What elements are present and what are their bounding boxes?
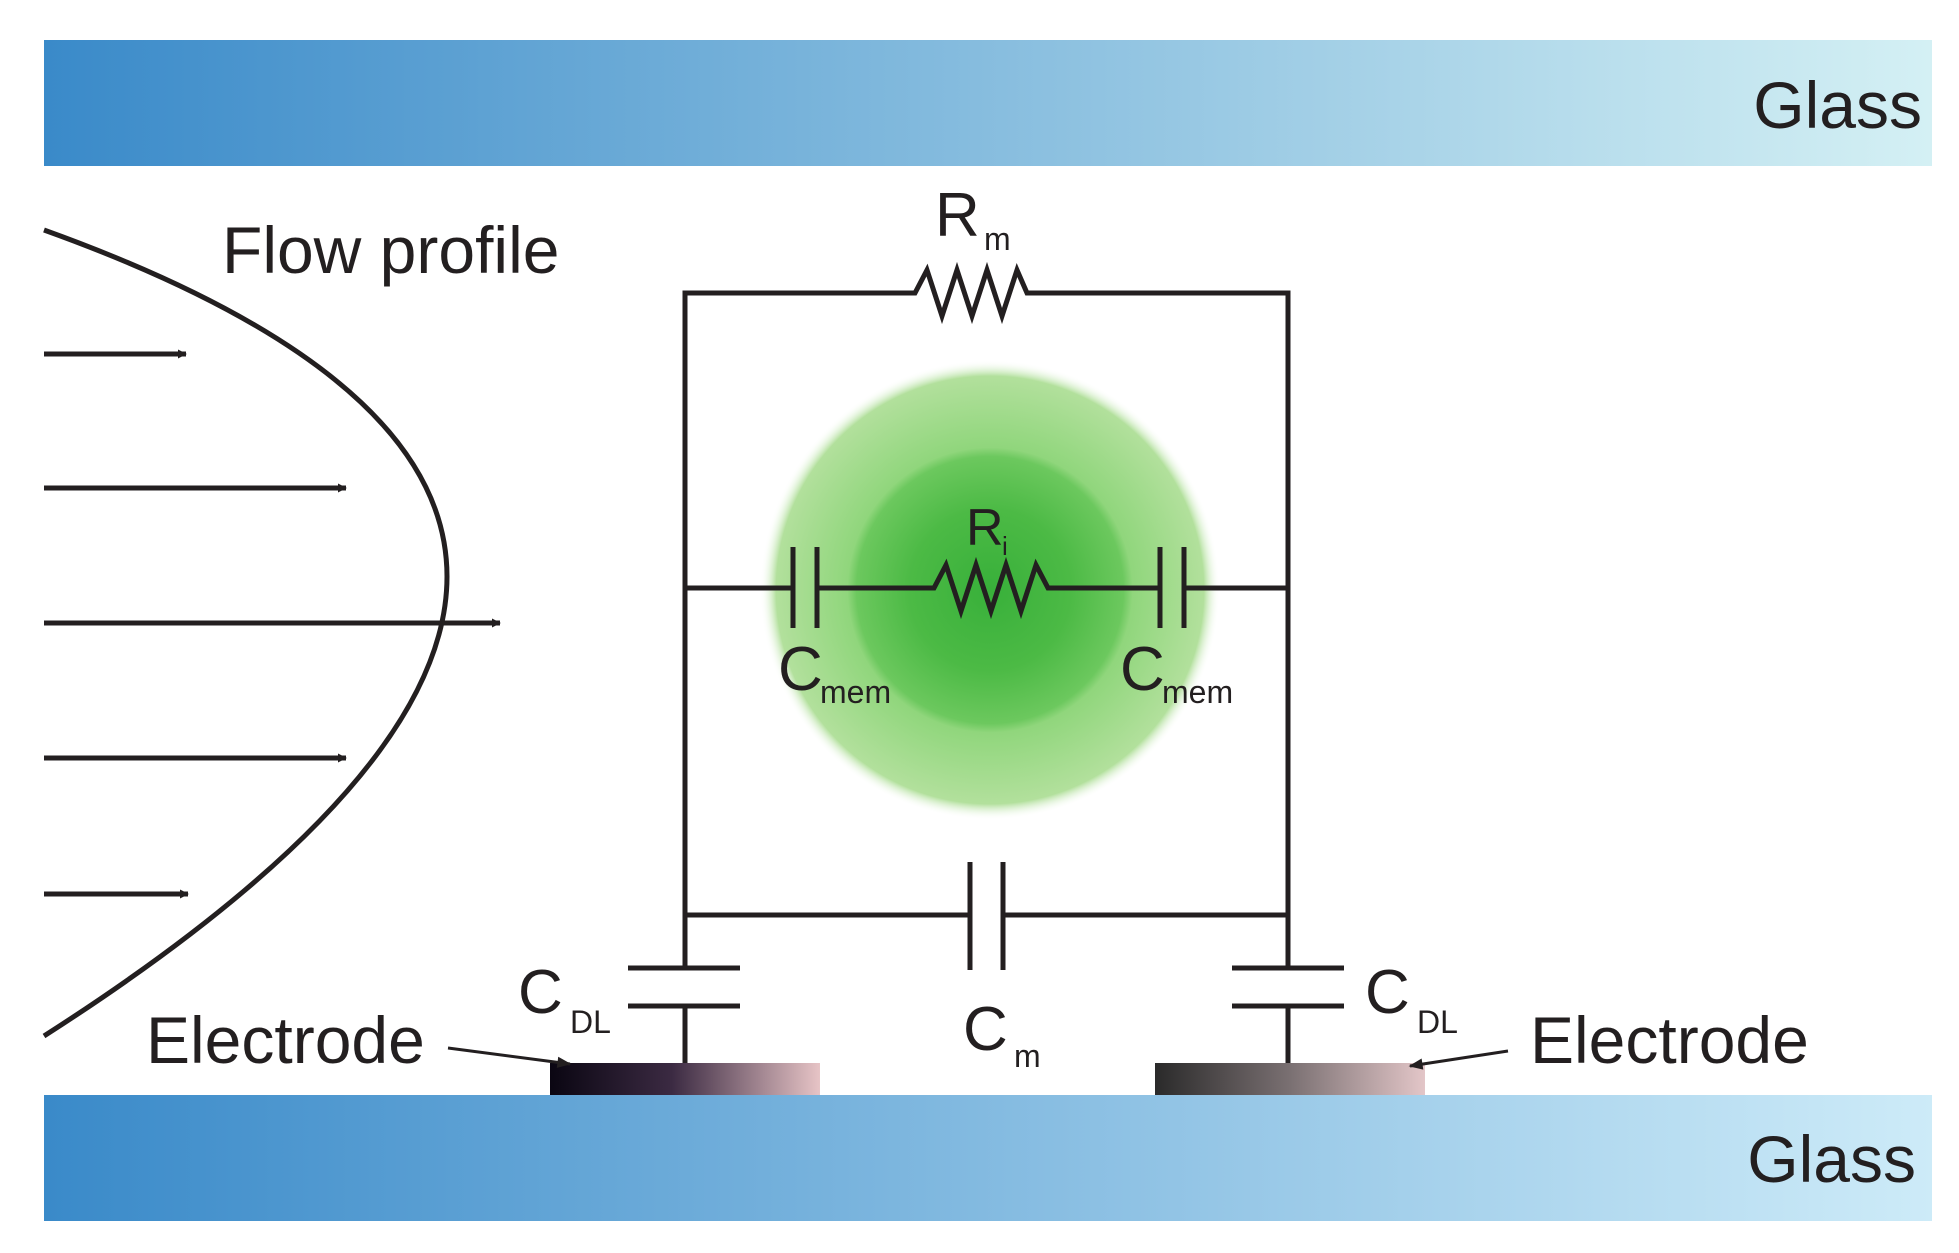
label-cdl-left: C DL [518,958,611,1040]
label-cmem-left: C mem [778,635,891,710]
label-ri: R i [966,499,1008,561]
cdl-left-subscript: DL [570,1004,611,1040]
electrode-right-label: Electrode [1530,1003,1809,1077]
rm-symbol: R [935,181,980,250]
circuit [628,261,1344,1063]
electrode-left-pointer [447,1046,572,1068]
rm-resistor [888,261,1040,325]
glass-bottom: Glass [44,1095,1932,1221]
cdl-right-symbol: C [1365,958,1410,1027]
cm-symbol: C [963,995,1008,1064]
ri-subscript: i [1002,531,1008,561]
electrode-right-pointer [1408,1049,1509,1070]
label-cdl-right: C DL [1365,958,1458,1040]
glass-top: Glass [44,40,1932,166]
electrode-left-label: Electrode [146,1003,425,1077]
glass-bottom-label: Glass [1747,1122,1916,1196]
ri-resistor [922,556,1056,620]
rm-wire [682,290,888,920]
cmem-right-subscript: mem [1162,674,1233,710]
rm-subscript: m [984,221,1011,257]
rm-wire-right [1040,290,1291,920]
label-cm: C m [963,995,1041,1074]
electrode-right [1155,1063,1425,1095]
label-rm: R m [935,181,1011,257]
flow-profile-label: Flow profile [222,213,559,287]
cm-subscript: m [1014,1038,1041,1074]
cdl-left-symbol: C [518,958,563,1027]
cdl-right-subscript: DL [1417,1004,1458,1040]
cell [760,360,1220,820]
ri-symbol: R [966,499,1004,557]
label-cmem-right: C mem [1120,635,1233,710]
cmem-left-symbol: C [778,635,823,704]
flow-profile [42,227,501,1039]
cmem-left-subscript: mem [820,674,891,710]
flow-profile-curve [42,227,450,1039]
electrode-left [550,1063,820,1095]
glass-top-label: Glass [1753,68,1922,142]
cmem-right-symbol: C [1120,635,1165,704]
